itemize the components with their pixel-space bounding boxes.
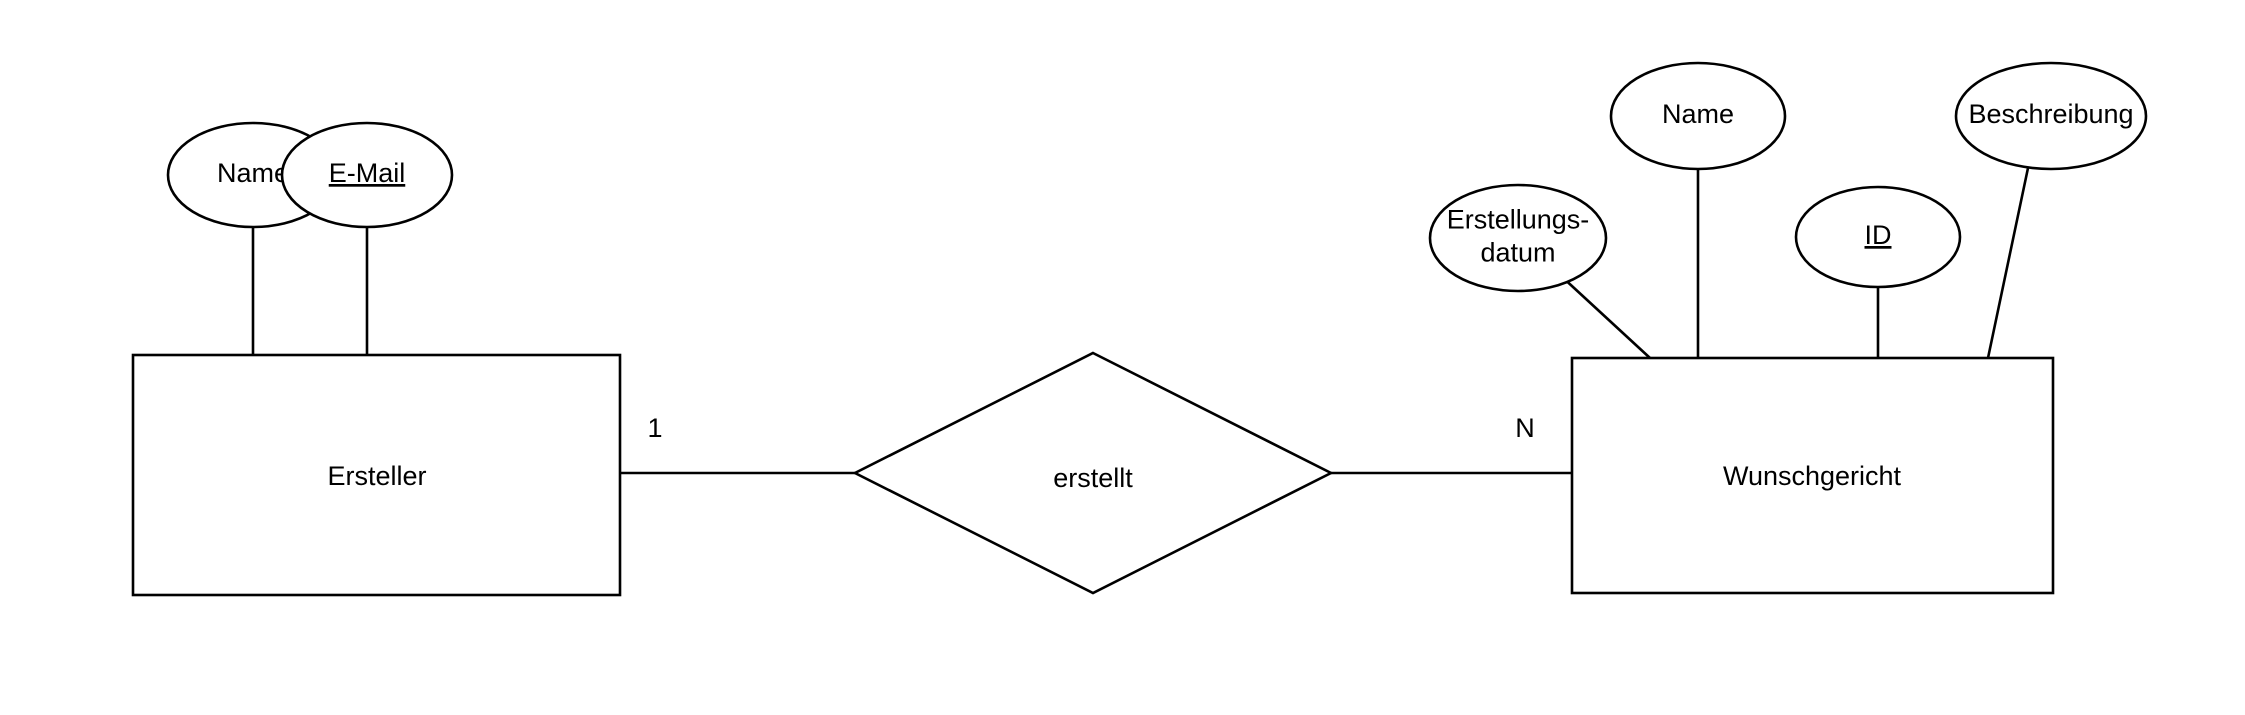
attribute-wunschgericht-beschreibung-label: Beschreibung: [1968, 99, 2133, 129]
attribute-wunschgericht-beschreibung-ellipse[interactable]: [1954, 61, 2148, 171]
attribute-wunschgericht-name-ellipse[interactable]: [1609, 61, 1787, 171]
attribute-wunschgericht-erstellungsdatum-ellipse[interactable]: [1428, 183, 1608, 293]
relationship-erstellt[interactable]: erstellt: [852, 351, 1334, 595]
entity-wunschgericht[interactable]: Wunschgericht: [1570, 356, 2055, 595]
attribute-wunschgericht-beschreibung[interactable]: Beschreibung: [1954, 61, 2148, 171]
attribute-wunschgericht-name[interactable]: Name: [1609, 61, 1787, 171]
entity-wunschgericht-label: Wunschgericht: [1723, 461, 1902, 491]
relationship-erstellt-diamond[interactable]: [852, 351, 1334, 595]
cardinality-wunschgericht-side: N: [1515, 413, 1535, 443]
attribute-wunschgericht-erstellungsdatum-label: Erstellungs-datum: [1447, 205, 1590, 268]
attribute-wunschgericht-name-label: Name: [1662, 99, 1734, 129]
attribute-ersteller-email-label: E-Mail: [329, 158, 406, 188]
entity-wunschgericht-box[interactable]: [1570, 356, 2055, 595]
attribute-ersteller-email-ellipse[interactable]: [280, 121, 454, 229]
attribute-wunschgericht-id-label: ID: [1865, 220, 1892, 250]
entity-ersteller[interactable]: Ersteller: [131, 353, 622, 597]
attribute-wunschgericht-erstellungsdatum[interactable]: Erstellungs-datum: [1428, 183, 1608, 293]
cardinality-ersteller-side: 1: [647, 413, 662, 443]
attribute-connectors: [251, 167, 2030, 359]
connector-wunschgericht-erstellungsdatum: [1559, 274, 1651, 359]
entity-ersteller-box[interactable]: [131, 353, 622, 597]
attribute-ersteller-email[interactable]: E-Mail: [280, 121, 454, 229]
attribute-wunschgericht-id-ellipse[interactable]: [1794, 185, 1962, 289]
connector-wunschgericht-beschreibung: [1986, 167, 2030, 359]
relationship-erstellt-label: erstellt: [1053, 463, 1133, 493]
attribute-wunschgericht-id[interactable]: ID: [1794, 185, 1962, 289]
entity-ersteller-label: Ersteller: [327, 461, 426, 491]
attribute-ersteller-name-label: Name: [217, 158, 289, 188]
